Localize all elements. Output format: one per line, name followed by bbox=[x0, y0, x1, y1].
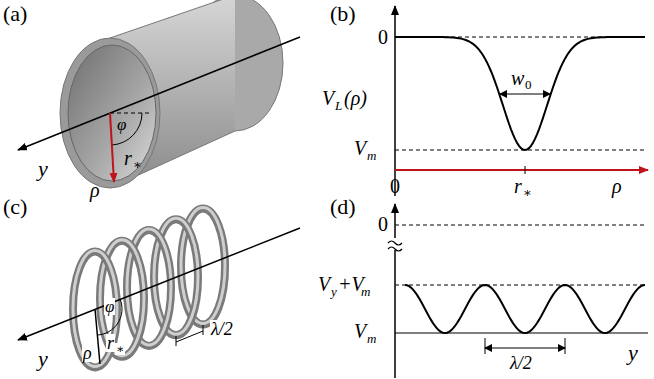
math-label: φ bbox=[117, 116, 126, 133]
math-label: ∗ bbox=[133, 158, 142, 171]
axis-break bbox=[388, 241, 402, 251]
math-label: V bbox=[322, 88, 334, 108]
math-label: λ/2 bbox=[510, 354, 532, 372]
math-label: ρ bbox=[82, 344, 93, 362]
zero-level bbox=[395, 225, 645, 226]
math-label: y bbox=[628, 342, 638, 364]
period-bracket bbox=[485, 338, 565, 354]
math-label: ρ bbox=[90, 180, 100, 200]
math-label: +V bbox=[338, 274, 364, 294]
math-label: λ/2 bbox=[210, 320, 234, 338]
angle-arc bbox=[112, 113, 142, 145]
math-label: r bbox=[514, 176, 522, 196]
math-label: 0 bbox=[525, 78, 532, 91]
math-label: ∗ bbox=[115, 343, 125, 355]
angle-arc bbox=[97, 299, 122, 335]
potential-curve bbox=[395, 37, 645, 150]
math-label: r bbox=[106, 334, 115, 352]
math-label: w bbox=[511, 68, 524, 88]
radius-arrow bbox=[110, 113, 114, 182]
ring bbox=[73, 251, 117, 367]
y-axis bbox=[18, 37, 300, 150]
math-label: y bbox=[331, 285, 337, 298]
tick bbox=[525, 166, 526, 174]
math-label: ∗ bbox=[523, 186, 532, 199]
math-label: V bbox=[318, 274, 330, 294]
v-axis bbox=[394, 6, 396, 196]
math-label: y bbox=[38, 348, 48, 370]
math-label: φ bbox=[104, 298, 115, 315]
cylinder bbox=[60, 0, 283, 188]
math-label: (b) bbox=[330, 3, 356, 25]
math-label: 0 bbox=[378, 214, 388, 234]
math-label: r bbox=[124, 148, 132, 168]
v-axis bbox=[394, 250, 396, 378]
math-label: m bbox=[367, 149, 376, 162]
math-label: m bbox=[367, 332, 376, 345]
math-label: (a) bbox=[3, 3, 27, 25]
rho-axis bbox=[395, 169, 648, 171]
math-label: (d) bbox=[330, 196, 356, 218]
radius-line bbox=[95, 309, 100, 364]
math-label: (c) bbox=[3, 196, 27, 218]
max-level bbox=[395, 285, 645, 286]
math-label: y bbox=[38, 158, 48, 180]
lattice-curve bbox=[405, 285, 645, 333]
width-arrow bbox=[500, 94, 550, 95]
math-label: m bbox=[361, 285, 370, 298]
math-label: (ρ) bbox=[344, 88, 367, 108]
v-axis bbox=[394, 204, 396, 238]
math-label: L bbox=[335, 99, 342, 112]
math-label: 0 bbox=[378, 27, 388, 47]
math-label: ρ bbox=[612, 176, 622, 196]
reference-line bbox=[110, 113, 152, 114]
min-level bbox=[395, 150, 645, 151]
math-label: 0 bbox=[390, 176, 400, 196]
math-label: V bbox=[354, 321, 366, 341]
ring-highlight bbox=[73, 250, 117, 366]
period-bracket bbox=[176, 325, 203, 346]
y-axis bbox=[18, 228, 300, 340]
math-label: V bbox=[354, 138, 366, 158]
